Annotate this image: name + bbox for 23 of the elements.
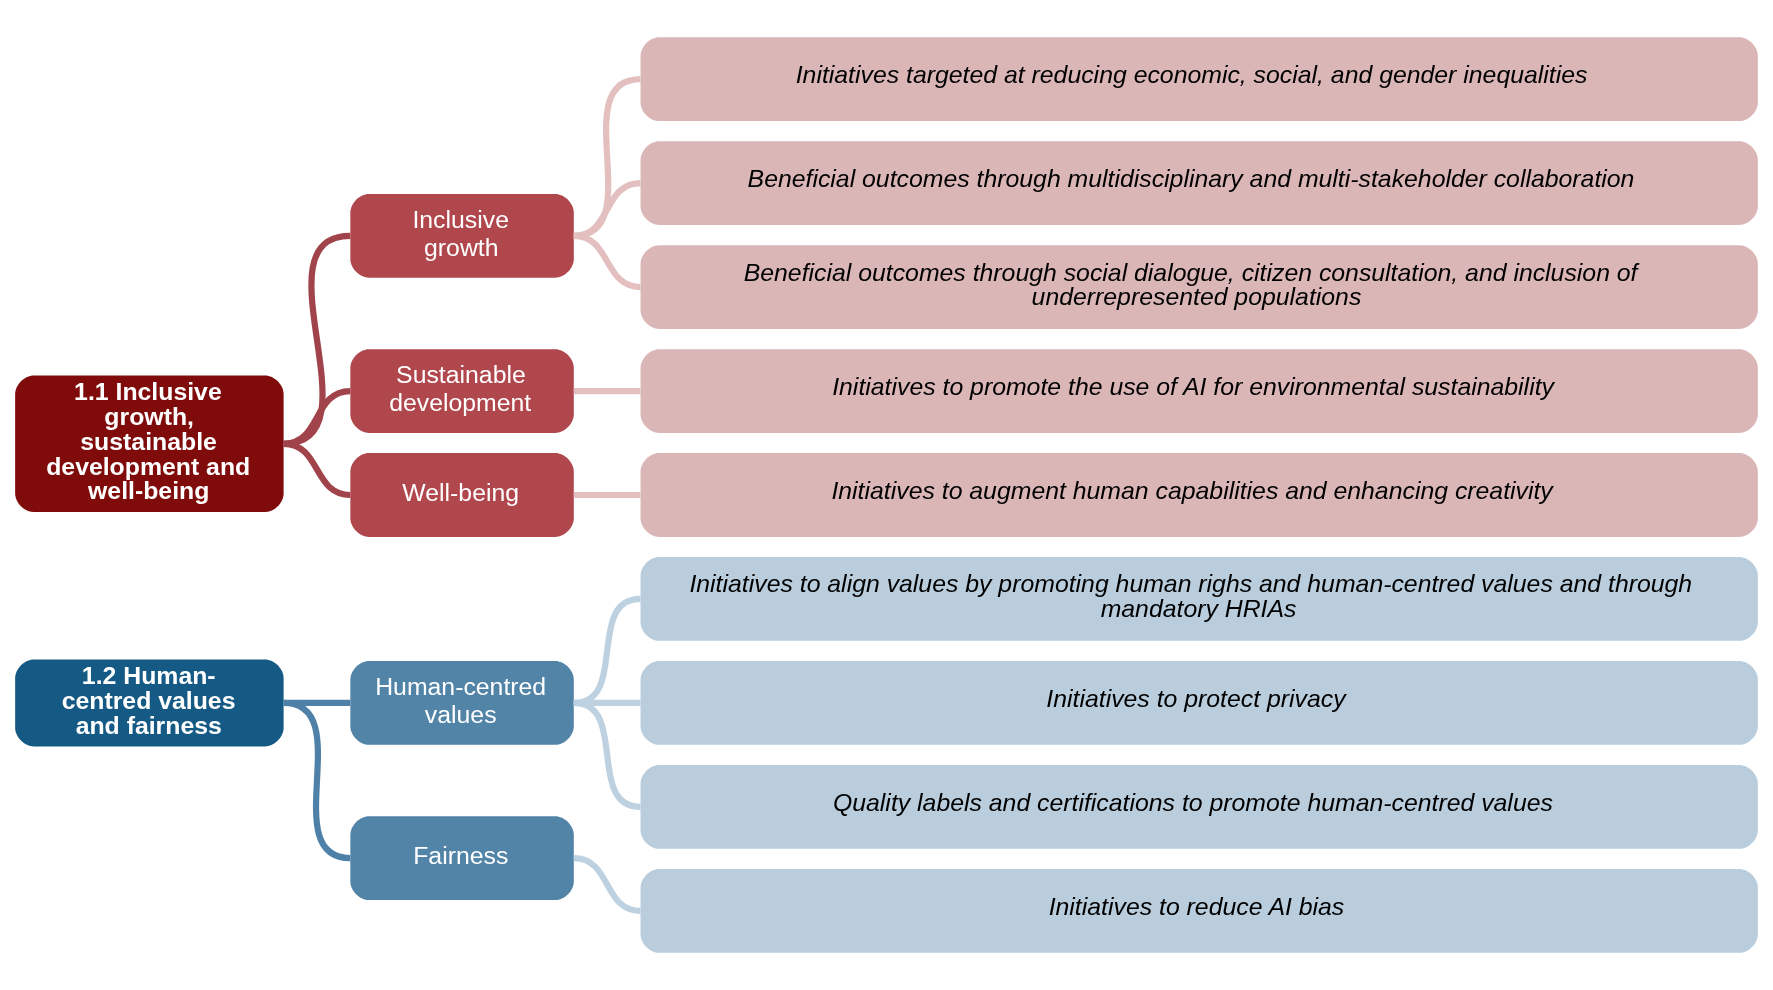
connector [573, 855, 641, 914]
node-box: Fairness [350, 816, 574, 901]
connector [283, 440, 351, 499]
connector [283, 387, 351, 447]
node-box: Initiatives to promote the use of AI for environmental sustainability [640, 349, 1758, 433]
connector [573, 232, 641, 291]
node-box: Beneficial outcomes through multidisciplinary and multi-stakeholder collaboration [640, 141, 1758, 225]
connector [283, 232, 351, 447]
node-box: Quality labels and certifications to promote human-centred values [640, 765, 1758, 849]
node-box: Initiatives to align values by promoting human righs and human-centred values and through mandatory HRIAs [640, 557, 1758, 641]
node-box: Initiatives targeted at reducing economic, social, and gender inequalities [640, 37, 1758, 121]
connector [573, 491, 641, 499]
node-box: Beneficial outcomes through social dialogue, citizen consultation, and inclusion of underrepresented populations [640, 245, 1758, 329]
node-box: Human-centred values [350, 661, 574, 745]
connector [573, 387, 641, 395]
node-box: Initiatives to reduce AI bias [640, 869, 1758, 953]
node-box: Sustainable development [350, 349, 574, 433]
node-box: Initiatives to protect privacy [640, 661, 1758, 745]
node-box: 1.1 Inclusive growth, sustainable development and well-being [15, 375, 284, 513]
node-box: Initiatives to augment human capabilities and enhancing creativity [640, 453, 1758, 537]
node-box: Well-being [350, 453, 574, 537]
node-box: 1.2 Human-centred values and fairness [15, 659, 284, 747]
node-box: Inclusive growth [350, 193, 574, 278]
